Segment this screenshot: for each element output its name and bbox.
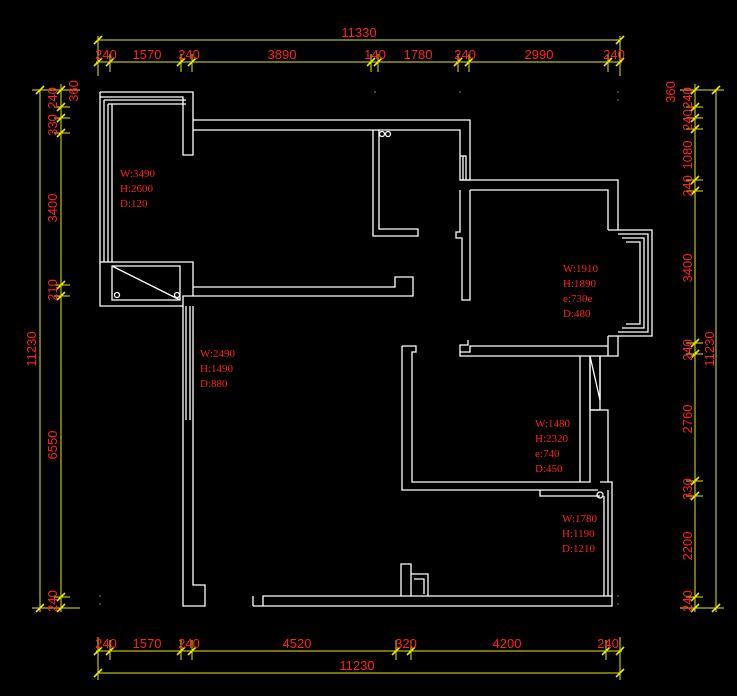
top-overall-dimension: 11330 [341,25,376,40]
top-segment-dimensions: 240 1570 240 3890 140 1780 240 2990 240 [95,47,625,62]
top-segment-label: 240 [95,47,117,62]
left-segment-label: 6550 [45,431,60,460]
window-spec-line: e:730e [563,293,592,305]
window-spec-line: W:2490 [200,348,236,360]
left-segment-label: 210 [45,279,60,301]
window-spec-line: e:740 [535,448,560,460]
top-segment-label: 240 [603,47,625,62]
top-segment-label: 3890 [268,47,297,62]
bottom-segment-label: 4520 [283,636,312,651]
left-overall-dimension: 11230 [24,331,39,366]
window-spec-line: H:1490 [200,363,234,375]
window-spec-line: H:2600 [120,183,154,195]
right-segment-label: 240 [680,175,695,197]
top-segment-label: 140 [364,47,386,62]
right-segment-label: 240 [680,109,695,131]
window-spec-label: W:1910 H:1890 e:730e D:480 [563,263,599,320]
left-segment-label: 240 [45,590,60,612]
top-segment-label: 1570 [133,47,162,62]
window-spec-line: W:1910 [563,263,599,275]
top-segment-label: 240 [454,47,476,62]
right-segment-label: 1080 [680,141,695,170]
top-dimension-chain [93,35,625,76]
window-spec-label: W:1480 H:2320 e:740 D:450 [535,418,571,475]
bottom-segment-label: 320 [395,636,417,651]
left-dimension-chain [32,84,80,613]
bottom-overall-dimension: 11230 [339,658,374,673]
right-segment-label: 240 [680,590,695,612]
window-spec-line: H:1190 [562,528,595,540]
window-spec-label: W:1780 H:1190 D:1210 [562,513,598,555]
window-spec-line: W:1780 [562,513,598,525]
window-spec-line: H:1890 [563,278,597,290]
top-segment-label: 240 [178,47,200,62]
top-segment-label: 2990 [525,47,554,62]
right-segment-label: 240 [680,87,695,109]
bottom-segment-label: 1570 [133,636,162,651]
window-spec-line: H:2320 [535,433,569,445]
right-overall-dimension: 11230 [702,331,717,366]
bottom-segment-label: 240 [597,636,619,651]
right-segment-dimensions: 360 240 240 1080 240 3400 240 2760 330 2… [663,81,695,612]
left-segment-label: 240 [45,87,60,109]
bottom-segment-label: 240 [178,636,200,651]
window-spec-line: D:120 [120,198,148,210]
right-segment-label: 240 [680,339,695,361]
left-segment-label: 3400 [45,194,60,223]
right-segment-label: 330 [680,478,695,500]
window-spec-label: W:3490 H:2600 D:120 [120,168,156,210]
bottom-dimension-chain [93,637,625,680]
bottom-segment-label: 240 [95,636,117,651]
left-segment-dimensions: 360 240 330 3400 210 6550 240 [45,80,81,612]
window-spec-line: D:480 [563,308,591,320]
right-segment-label: 360 [663,81,678,103]
top-segment-label: 1780 [404,47,433,62]
window-spec-line: D:450 [535,463,563,475]
window-spec-line: D:1210 [562,543,596,555]
bottom-segment-label: 4200 [493,636,522,651]
left-segment-label: 330 [45,114,60,136]
grid-axis-dots [99,91,619,605]
window-spec-line: W:3490 [120,168,156,180]
right-dimension-chain [680,84,724,613]
right-segment-label: 2760 [680,405,695,434]
window-spec-line: W:1480 [535,418,571,430]
right-segment-label: 2200 [680,532,695,561]
bottom-segment-dimensions: 240 1570 240 4520 320 4200 240 [95,636,619,651]
left-segment-label: 360 [66,80,81,102]
window-spec-line: D:880 [200,378,228,390]
right-segment-label: 3400 [680,254,695,283]
walls [99,91,653,607]
window-spec-label: W:2490 H:1490 D:880 [200,348,236,390]
